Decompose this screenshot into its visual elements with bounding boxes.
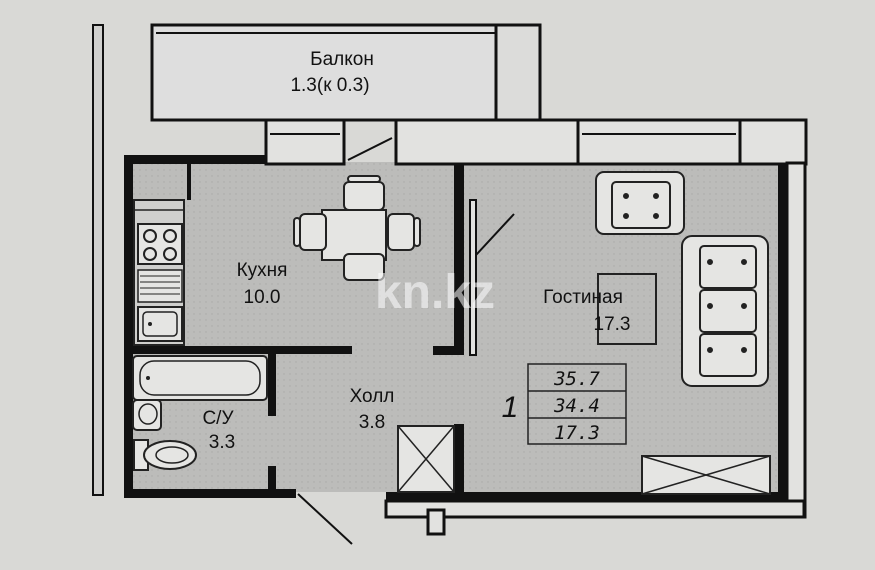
bathtub-icon xyxy=(132,355,268,401)
entry-door xyxy=(297,493,353,545)
living-room-name: Гостиная xyxy=(543,287,623,308)
interior-walls xyxy=(130,162,477,494)
toilet-icon xyxy=(133,439,197,471)
sofa-icon xyxy=(681,235,769,387)
area-room: 17.3 xyxy=(554,422,600,444)
area-living: 34.4 xyxy=(553,395,600,417)
area-table xyxy=(527,363,627,445)
balcony-name: Балкон xyxy=(310,49,374,70)
area-total: 35.7 xyxy=(553,368,600,390)
living-room-area: 17.3 xyxy=(594,314,631,335)
living-room-door xyxy=(475,213,515,256)
washbasin-icon xyxy=(132,399,162,431)
kitchen-area: 10.0 xyxy=(244,287,281,308)
armchair-icon xyxy=(595,171,685,235)
kitchen-name: Кухня xyxy=(237,260,288,281)
coffee-table-icon xyxy=(597,273,657,345)
dining-table-icon xyxy=(293,175,421,281)
outer-walls xyxy=(124,118,808,536)
kitchen-shelf-icon xyxy=(137,269,183,303)
bathroom-name: С/У xyxy=(202,408,234,429)
watermark: kn.kz xyxy=(375,266,495,319)
hall-name: Холл xyxy=(350,386,395,407)
wardrobe-icon xyxy=(397,425,455,493)
sink-icon xyxy=(137,306,183,342)
balcony-area: 1.3(к 0.3) xyxy=(290,75,369,96)
hall-area: 3.8 xyxy=(359,412,385,433)
apartment-number: 1 xyxy=(502,391,519,424)
balcony xyxy=(150,23,542,122)
bathroom-area: 3.3 xyxy=(209,432,235,453)
left-outer-stub xyxy=(92,24,104,496)
stove-icon xyxy=(137,223,183,265)
balcony-door xyxy=(347,137,393,161)
cabinet-icon xyxy=(641,455,771,495)
